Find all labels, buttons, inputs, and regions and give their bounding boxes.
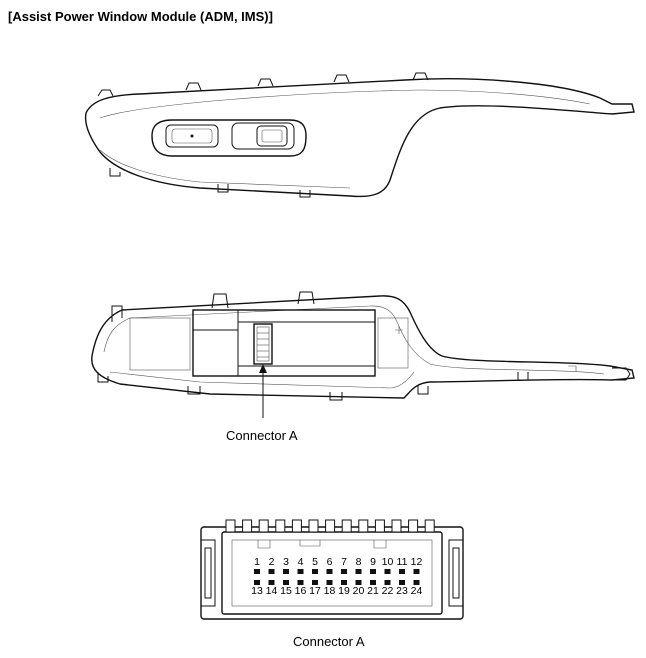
pin-terminal bbox=[312, 569, 318, 574]
pin-number: 21 bbox=[367, 585, 379, 597]
pin-terminal bbox=[399, 569, 405, 574]
pin-terminal bbox=[297, 580, 304, 585]
pin-terminal bbox=[312, 580, 318, 585]
connector-tooth bbox=[341, 519, 352, 533]
connector-tooth bbox=[424, 519, 435, 533]
pin-number: 18 bbox=[324, 585, 336, 597]
pin-number: 16 bbox=[295, 585, 307, 597]
pin-number: 1 bbox=[254, 556, 260, 568]
pin-number: 13 bbox=[251, 585, 263, 597]
pin-terminal bbox=[370, 569, 376, 574]
pin-number: 20 bbox=[353, 585, 365, 597]
connector-tooth bbox=[225, 519, 236, 533]
pin-terminal bbox=[283, 569, 289, 574]
pin-number: 15 bbox=[280, 585, 292, 597]
pin-number: 23 bbox=[396, 585, 408, 597]
connector-tooth bbox=[258, 519, 269, 533]
connector-teeth bbox=[225, 519, 435, 533]
pin-number: 14 bbox=[266, 585, 278, 597]
pin-terminal bbox=[268, 580, 275, 585]
pin-terminal bbox=[413, 569, 420, 574]
pin-terminal bbox=[283, 580, 289, 585]
module-top-view bbox=[84, 72, 635, 198]
connector-tooth bbox=[242, 519, 253, 533]
pin-terminal bbox=[341, 569, 347, 574]
pin-terminal bbox=[254, 569, 260, 574]
pin-number: 11 bbox=[397, 556, 408, 568]
pin-terminal bbox=[254, 580, 260, 585]
pin-terminal bbox=[326, 569, 333, 574]
pin-terminal bbox=[384, 580, 391, 585]
pin-number: 5 bbox=[312, 556, 318, 568]
pin-number: 3 bbox=[283, 556, 289, 568]
pin-terminal bbox=[355, 580, 362, 585]
pin-terminal bbox=[384, 569, 391, 574]
pin-number: 8 bbox=[356, 556, 362, 568]
pin-number: 19 bbox=[338, 585, 350, 597]
pin-terminal bbox=[341, 580, 347, 585]
pin-number: 4 bbox=[298, 556, 304, 568]
pin-terminal bbox=[355, 569, 362, 574]
pin-number: 9 bbox=[370, 556, 376, 568]
module-bottom-view bbox=[91, 291, 635, 401]
pin-terminal bbox=[297, 569, 304, 574]
pin-terminal bbox=[413, 580, 420, 585]
pin-terminal bbox=[326, 580, 333, 585]
connector-tooth bbox=[275, 519, 286, 533]
connector-tooth bbox=[374, 519, 385, 533]
connector-tooth bbox=[291, 519, 302, 533]
connector-tooth bbox=[358, 519, 369, 533]
connector-tooth bbox=[408, 519, 419, 533]
pin-number: 22 bbox=[382, 585, 394, 597]
pin-number: 12 bbox=[411, 556, 423, 568]
pin-number: 17 bbox=[309, 585, 321, 597]
pin-terminal bbox=[268, 569, 275, 574]
connector-a-leader bbox=[259, 364, 267, 418]
pin-number: 10 bbox=[382, 556, 394, 568]
pin-terminal bbox=[370, 580, 376, 585]
pin-number: 24 bbox=[411, 585, 423, 597]
pin-number: 6 bbox=[327, 556, 333, 568]
pin-number: 7 bbox=[341, 556, 347, 568]
pin-terminal bbox=[399, 580, 405, 585]
connector-tooth bbox=[325, 519, 336, 533]
pin-number: 2 bbox=[269, 556, 275, 568]
callout-label-connector-a: Connector A bbox=[226, 428, 298, 443]
connector-label: Connector A bbox=[293, 634, 365, 649]
diagram-title: [Assist Power Window Module (ADM, IMS)] bbox=[8, 9, 273, 24]
connector-tooth bbox=[308, 519, 319, 533]
connector-tooth bbox=[391, 519, 402, 533]
